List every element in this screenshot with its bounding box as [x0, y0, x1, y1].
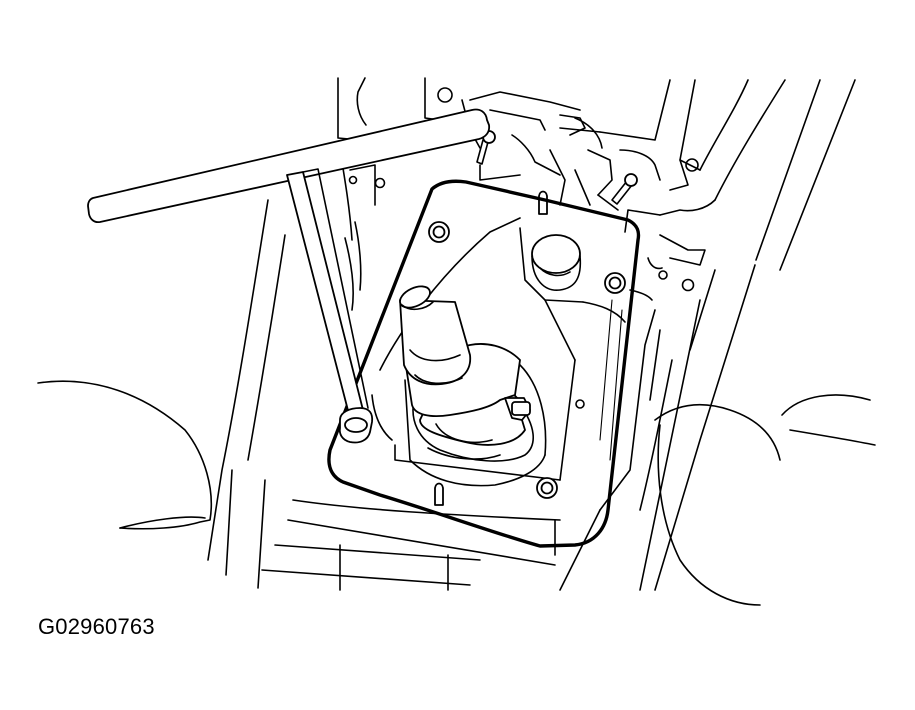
locating-pin [434, 482, 444, 506]
right-seat [654, 394, 876, 606]
figure-code: G02960763 [38, 614, 155, 639]
left-seat [37, 380, 213, 530]
right-console-details [575, 257, 695, 409]
center-console [207, 79, 856, 591]
locating-pin [538, 190, 548, 215]
shift-lever [399, 285, 547, 487]
plate-bolt [428, 221, 450, 243]
shift-dust-boot [531, 234, 582, 291]
t-handle-wrench [87, 108, 491, 444]
upper-bracket [337, 77, 699, 311]
shift-lever-plate [327, 179, 641, 548]
plate-bolt [536, 477, 558, 499]
plate-bolt [604, 272, 626, 294]
retaining-clip [611, 173, 638, 205]
